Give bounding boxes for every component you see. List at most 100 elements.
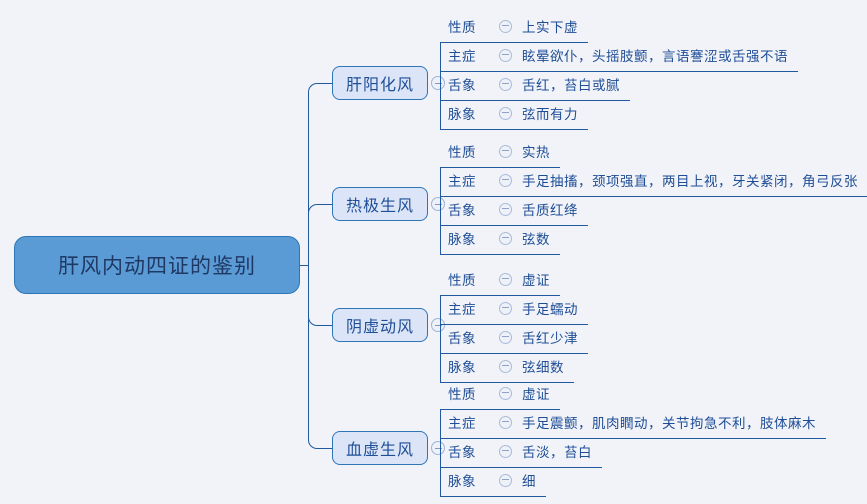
connector-line <box>317 83 332 84</box>
collapse-toggle-icon[interactable] <box>498 330 512 344</box>
branch-node-label: 肝阳化风 <box>345 77 414 94</box>
collapse-toggle-icon[interactable] <box>498 272 512 286</box>
leaf-row[interactable]: 舌象舌红少津 <box>448 325 578 349</box>
leaf-row[interactable]: 性质 虚证 <box>448 381 550 405</box>
connector-line <box>317 325 332 326</box>
collapse-toggle-icon[interactable] <box>498 202 512 216</box>
leaf-row[interactable]: 性质上实下虚 <box>448 14 578 38</box>
leaf-category-label: 主症 <box>448 174 476 189</box>
leaf-value-text: 手足蠕动 <box>522 302 578 317</box>
leaf-row[interactable]: 舌象舌红，苔白或腻 <box>448 72 620 96</box>
collapse-toggle-icon[interactable] <box>498 444 512 458</box>
leaf-category-label: 舌象 <box>448 445 476 460</box>
leaf-category-label: 性质 <box>448 145 476 160</box>
leaf-row[interactable]: 脉象弦而有力 <box>448 101 578 125</box>
leaf-row-stub <box>440 495 441 497</box>
leaf-toggle-slot <box>488 19 522 33</box>
leaf-row-stub <box>440 381 441 383</box>
collapse-toggle-icon[interactable] <box>498 301 512 315</box>
leaf-category-label: 脉象 <box>448 474 476 489</box>
leaf-row-underline <box>440 224 588 226</box>
leaf-toggle-slot <box>488 77 522 91</box>
leaf-row[interactable]: 主症手足蠕动 <box>448 296 578 320</box>
leaf-row[interactable]: 性质实热 <box>448 139 550 163</box>
leaf-toggle-slot <box>488 106 522 120</box>
connector-elbow <box>308 204 318 214</box>
leaf-row-stub <box>440 99 441 101</box>
leaf-toggle-slot <box>488 272 522 286</box>
leaf-row-underline <box>440 99 630 101</box>
collapse-toggle-icon[interactable] <box>498 231 512 245</box>
leaf-value-text: 舌红少津 <box>522 331 578 346</box>
collapse-toggle-icon[interactable] <box>498 77 512 91</box>
collapse-toggle-icon[interactable] <box>498 386 512 400</box>
collapse-toggle-icon[interactable] <box>431 441 445 455</box>
leaf-value-text: 眩晕欲仆，头摇肢颤，言语謇涩或舌强不语 <box>522 49 788 64</box>
leaf-value-text: 舌淡，苔白 <box>522 445 592 460</box>
leaf-group-rail <box>440 41 441 129</box>
leaf-category-label: 性质 <box>448 20 476 35</box>
collapse-toggle-icon[interactable] <box>498 144 512 158</box>
leaf-toggle-slot <box>488 330 522 344</box>
branch-node-1[interactable]: 肝阳化风 <box>332 66 428 100</box>
leaf-row-stub <box>440 352 441 354</box>
collapse-toggle-icon[interactable] <box>431 318 445 332</box>
leaf-row[interactable]: 主症手足震颤，肌肉瞤动，关节拘急不利，肢体麻木 <box>448 410 816 434</box>
leaf-group-rail <box>440 166 441 254</box>
leaf-value-text: 弦细数 <box>522 360 564 375</box>
branch-node-4[interactable]: 血虚生风 <box>332 431 428 465</box>
leaf-toggle-slot <box>488 202 522 216</box>
leaf-row[interactable]: 脉象细 <box>448 468 536 492</box>
leaf-row[interactable]: 舌象舌质红绛 <box>448 197 578 221</box>
leaf-toggle-slot <box>488 144 522 158</box>
leaf-row[interactable]: 主症 手足抽搐，颈项强直，两目上视，牙关紧闭，角弓反张 <box>448 168 858 192</box>
leaf-value-text: 虚证 <box>522 273 550 288</box>
leaf-toggle-slot <box>488 415 522 429</box>
leaf-row[interactable]: 舌象 舌淡，苔白 <box>448 439 592 463</box>
leaf-group-rail <box>440 408 441 496</box>
leaf-value-text: 手足抽搐，颈项强直，两目上视，牙关紧闭，角弓反张 <box>522 174 858 189</box>
leaf-value-text: 弦而有力 <box>522 107 578 122</box>
connector-line <box>317 448 332 449</box>
leaf-row-underline <box>440 253 560 255</box>
leaf-row-underline <box>440 466 602 468</box>
leaf-row-underline <box>440 352 588 354</box>
leaf-row-stub <box>440 466 441 468</box>
root-node[interactable]: 肝风内动四证的鉴别 <box>14 236 300 294</box>
leaf-toggle-slot <box>488 301 522 315</box>
leaf-value-text: 手足震颤，肌肉瞤动，关节拘急不利，肢体麻木 <box>522 416 816 431</box>
branch-node-2[interactable]: 热极生风 <box>332 187 428 221</box>
collapse-toggle-icon[interactable] <box>498 173 512 187</box>
leaf-toggle-slot <box>488 444 522 458</box>
leaf-row[interactable]: 脉象 弦细数 <box>448 354 564 378</box>
leaf-value-text: 舌红，苔白或腻 <box>522 78 620 93</box>
collapse-toggle-icon[interactable] <box>498 106 512 120</box>
leaf-row[interactable]: 主症 眩晕欲仆，头摇肢颤，言语謇涩或舌强不语 <box>448 43 788 67</box>
leaf-row-underline <box>440 381 574 383</box>
collapse-toggle-icon[interactable] <box>498 48 512 62</box>
collapse-toggle-icon[interactable] <box>498 359 512 373</box>
leaf-row[interactable]: 性质 虚证 <box>448 267 550 291</box>
leaf-row-underline <box>440 166 560 168</box>
leaf-toggle-slot <box>488 173 522 187</box>
collapse-toggle-icon[interactable] <box>498 415 512 429</box>
leaf-value-text: 虚证 <box>522 387 550 402</box>
leaf-row-underline <box>440 195 867 197</box>
leaf-row-stub <box>440 70 441 72</box>
collapse-toggle-icon[interactable] <box>498 473 512 487</box>
leaf-category-label: 主症 <box>448 49 476 64</box>
collapse-toggle-icon[interactable] <box>431 76 445 90</box>
leaf-row-underline <box>440 408 560 410</box>
collapse-toggle-icon[interactable] <box>498 19 512 33</box>
leaf-category-label: 性质 <box>448 273 476 288</box>
collapse-toggle-icon[interactable] <box>431 197 445 211</box>
leaf-row-stub <box>440 195 441 197</box>
leaf-category-label: 脉象 <box>448 232 476 247</box>
leaf-category-label: 性质 <box>448 387 476 402</box>
leaf-category-label: 脉象 <box>448 360 476 375</box>
leaf-category-label: 舌象 <box>448 203 476 218</box>
leaf-row[interactable]: 脉象弦数 <box>448 226 550 250</box>
leaf-row-underline <box>440 323 588 325</box>
branch-node-3[interactable]: 阴虚动风 <box>332 308 428 342</box>
